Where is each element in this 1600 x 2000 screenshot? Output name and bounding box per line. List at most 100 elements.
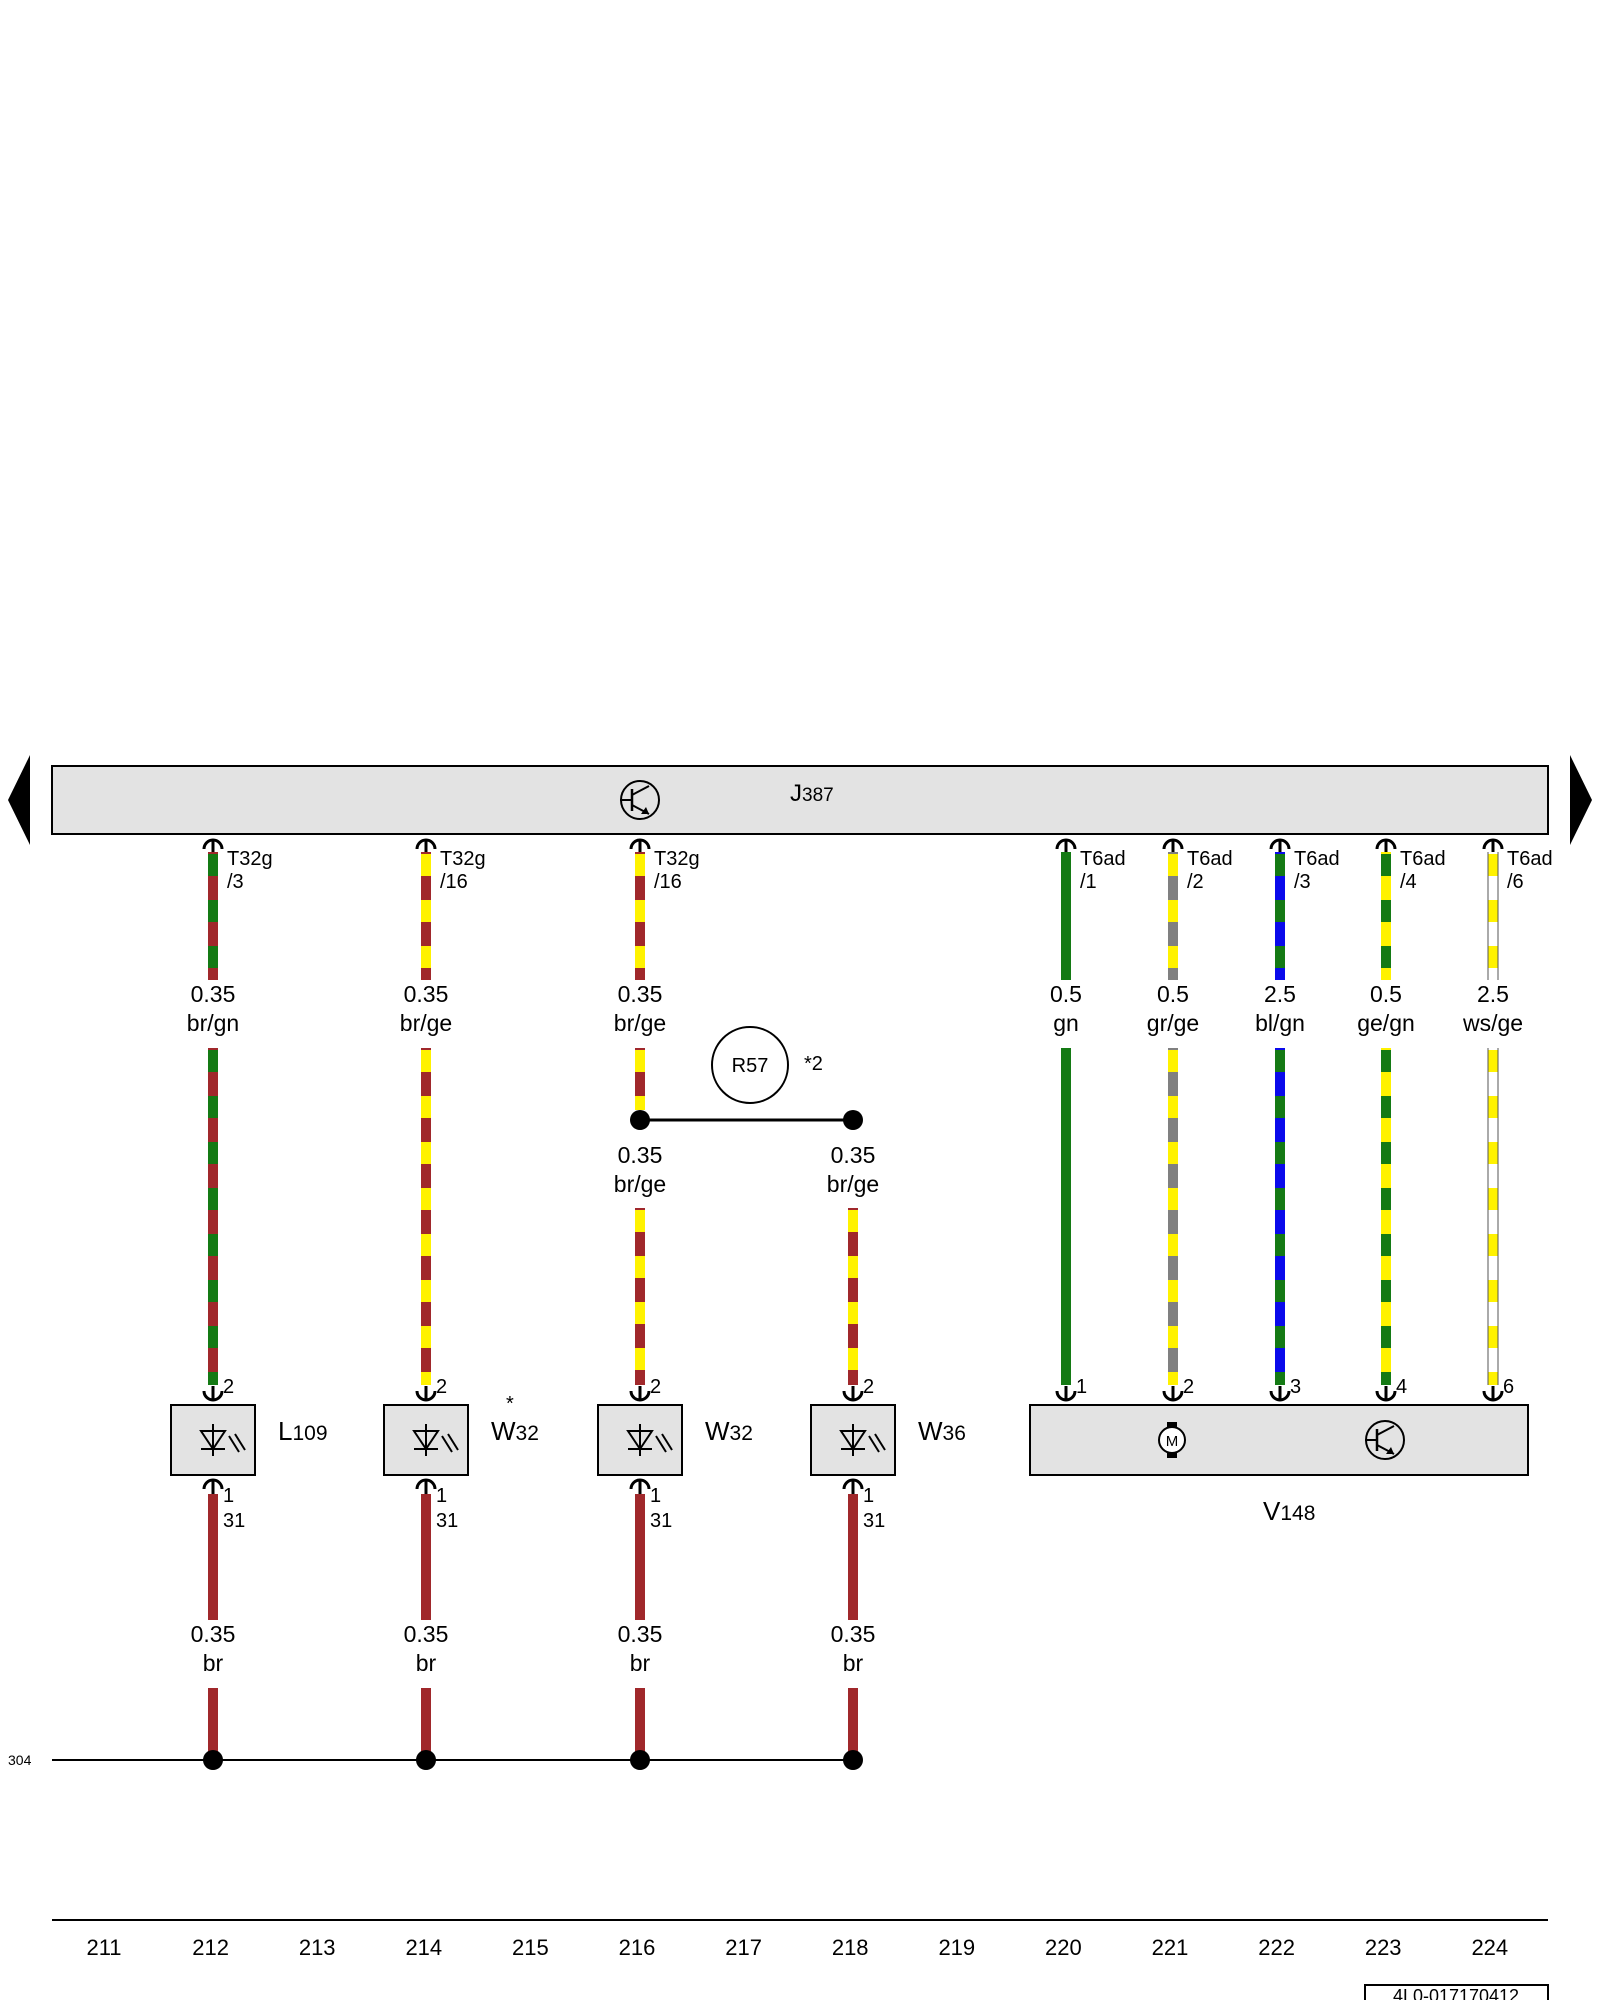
wire-segment (421, 1048, 431, 1385)
wire-size: 0.35 (831, 1621, 876, 1647)
motor-pin: 6 (1503, 1376, 1514, 1398)
lamp-pin-bottom: 1 (863, 1485, 874, 1507)
scale-number: 219 (938, 1935, 975, 1960)
motor-terminal (1269, 1386, 1291, 1402)
lamp-star: * (506, 1393, 514, 1415)
motor-icon: M (1158, 1422, 1186, 1458)
wire-size: 0.35 (618, 981, 663, 1007)
wire-segment (1168, 852, 1178, 980)
wire-color: br (416, 1650, 437, 1676)
wire-color: br/ge (400, 1010, 452, 1036)
lamp-terminal-bottom (629, 1478, 651, 1494)
scale-number: 215 (512, 1935, 549, 1960)
connector-terminal (1055, 838, 1077, 854)
wire-color: br/gn (187, 1010, 239, 1036)
lamp-pin-bottom: 1 (436, 1485, 447, 1507)
wire-color: ws/ge (1462, 1010, 1523, 1036)
wire-segment (635, 1494, 645, 1620)
motor-pin: 4 (1396, 1376, 1407, 1398)
wire-color: ge/gn (1357, 1010, 1415, 1036)
connector-pin: /3 (1294, 871, 1311, 893)
wire-size: 0.5 (1370, 981, 1402, 1007)
connector-pin: /1 (1080, 871, 1097, 893)
wire-segment (1168, 1048, 1178, 1385)
lamp-pin-top: 2 (223, 1376, 234, 1398)
lamp-pin-top: 2 (863, 1376, 874, 1398)
wire-segment (421, 1494, 431, 1620)
wire-segment (848, 1208, 858, 1385)
doc-id: 4L0-017170412 (1393, 1986, 1519, 2000)
motor-transistor-icon (1365, 1420, 1405, 1460)
connector-terminal (629, 838, 651, 854)
prev-page-arrow-icon[interactable] (8, 755, 30, 845)
doc-id-box (1364, 1984, 1549, 2000)
scale-number: 223 (1365, 1935, 1402, 1960)
wire-segment (1381, 852, 1391, 980)
scale-number: 218 (832, 1935, 869, 1960)
led-icon (839, 1424, 886, 1456)
wire-size: 0.35 (191, 981, 236, 1007)
wire-segment (208, 1048, 218, 1385)
wire-size: 0.35 (191, 1621, 236, 1647)
connector-name: T32g (440, 848, 486, 870)
wire-size: 0.5 (1050, 981, 1082, 1007)
connector-terminal (1375, 838, 1397, 854)
connector-terminal (1162, 838, 1184, 854)
wire-segment (635, 852, 645, 980)
wire-color: br (203, 1650, 224, 1676)
lamp-label: W36 (918, 1416, 966, 1446)
wire-segment (208, 852, 218, 980)
motor-pin: 3 (1290, 1376, 1301, 1398)
lamp-label: W32 (491, 1416, 539, 1446)
scale-number: 214 (405, 1935, 442, 1960)
wire-segment (1061, 1048, 1071, 1385)
module-label: J387 (790, 780, 834, 807)
lamp-label: W32 (705, 1416, 753, 1446)
connector-terminal (202, 838, 224, 854)
lamp-terminal-bottom (842, 1478, 864, 1494)
motor-pin: 2 (1183, 1376, 1194, 1398)
wire-size: 0.35 (831, 1142, 876, 1168)
led-icon (412, 1424, 459, 1456)
control-module-box (51, 765, 1549, 835)
next-page-arrow-icon[interactable] (1570, 755, 1592, 845)
led-icon (626, 1424, 673, 1456)
wire-segment (848, 1688, 858, 1760)
wires-layer: T32g/30.35br/gnT32g/160.35br/geT32g/160.… (187, 838, 1553, 1402)
connector-pin: /4 (1400, 871, 1417, 893)
wire-segment (1275, 852, 1285, 980)
scale-number: 224 (1471, 1935, 1508, 1960)
motor-terminal (1162, 1386, 1184, 1402)
motor-symbol-label: M (1166, 1433, 1179, 1450)
lamp-ground-label: 31 (863, 1510, 885, 1532)
scale-number: 211 (86, 1935, 121, 1960)
wire-color: br/ge (614, 1010, 666, 1036)
wire-size: 0.35 (618, 1142, 663, 1168)
wire-color: br/ge (614, 1171, 666, 1197)
wire-size: 2.5 (1477, 981, 1509, 1007)
scale-number: 212 (192, 1935, 229, 1960)
lamps-layer: 2131L1090.35br2131W32*0.35br2131W320.35b… (170, 1376, 966, 1770)
wire-size: 0.35 (404, 1621, 449, 1647)
wire-size: 0.5 (1157, 981, 1189, 1007)
wire-segment (421, 1688, 431, 1760)
wire-color: br/ge (827, 1171, 879, 1197)
transistor-icon (620, 780, 660, 820)
lamp-pin-top: 2 (436, 1376, 447, 1398)
resistor-symbol (711, 1026, 789, 1104)
lamp-pin-top: 2 (650, 1376, 661, 1398)
connector-pin: /2 (1187, 871, 1204, 893)
connector-name: T32g (227, 848, 273, 870)
scale-number: 213 (299, 1935, 336, 1960)
wire-segment (1381, 1048, 1391, 1385)
wire-segment (208, 1494, 218, 1620)
wire-segment (208, 1688, 218, 1760)
connector-name: T6ad (1294, 848, 1340, 870)
wire-segment (1487, 852, 1499, 980)
lamp-terminal-top (842, 1386, 864, 1402)
scale-number: 220 (1045, 1935, 1082, 1960)
